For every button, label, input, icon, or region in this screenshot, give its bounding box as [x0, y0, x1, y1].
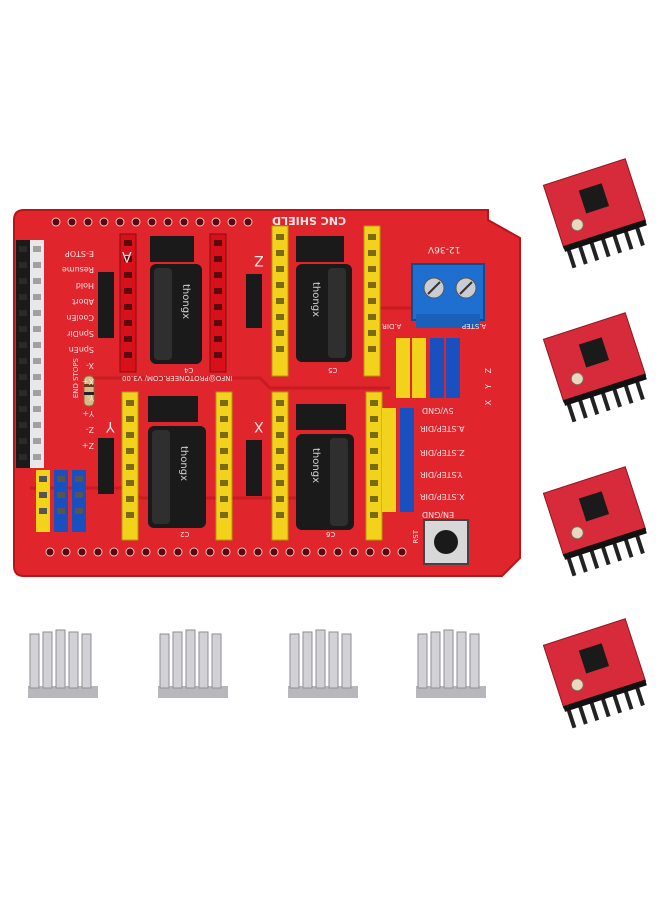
- reset-label: RST: [412, 530, 420, 544]
- cap-brand-z: thongx: [310, 282, 321, 317]
- cnc-shield-board: CNC SHIELD 12-36V INFO@PROTONEER.COM/ V3…: [10, 208, 530, 580]
- label-spnen: SpnEn: [68, 345, 94, 354]
- axis-letter-y: Y: [484, 384, 493, 389]
- label-x-plus: X+: [81, 377, 94, 386]
- label-z-step-dir: Z.STEP/DIR: [420, 448, 465, 457]
- voltage-label: 12-36V: [428, 244, 461, 254]
- heatsink-1: [28, 629, 98, 698]
- website-label: INFO@PROTONEER.COM/ V3.00: [122, 374, 233, 382]
- label-resume: Resume: [61, 265, 94, 274]
- label-abort: Abort: [72, 297, 94, 306]
- stepper-driver-4: [542, 618, 647, 729]
- board-illustration: [13, 209, 521, 577]
- board-title: CNC SHIELD: [272, 214, 347, 227]
- axis-letter-x: X: [484, 400, 493, 406]
- label-5v-gnd: 5V/GND: [422, 406, 454, 415]
- label-coolen: CoolEn: [66, 313, 94, 322]
- axis-label-a: A: [122, 248, 132, 264]
- label-y-plus: Y+: [82, 409, 94, 418]
- cap-label-c6: C6: [326, 530, 336, 538]
- cap-brand-y: thongx: [178, 446, 189, 481]
- label-z-plus: Z+: [81, 441, 94, 450]
- cap-brand-a: thongx: [180, 284, 191, 319]
- stepper-driver-1: [542, 158, 647, 269]
- cap-label-c4: C4: [184, 366, 194, 374]
- axis-letter-z: Z: [484, 368, 493, 374]
- label-y-step-dir: Y.STEP/DIR: [420, 470, 463, 479]
- stepper-driver-3: [542, 466, 647, 577]
- stepper-driver-2: [542, 312, 647, 423]
- label-z-minus: Z-: [85, 425, 94, 434]
- cap-label-c2: C2: [180, 530, 190, 538]
- label-a-step: A.STEP: [462, 322, 487, 330]
- label-x-step-dir: X.STEP/DIR: [420, 492, 465, 501]
- heatsink-3: [288, 629, 358, 698]
- axis-label-y: Y: [106, 418, 115, 434]
- label-x-minus: X-: [86, 361, 94, 370]
- heatsink-4: [416, 629, 486, 698]
- left-label-column: E-STOP Resume Hold Abort CoolEn SpnDir S…: [48, 242, 94, 450]
- label-a-step-dir: A.STEP/DIR: [420, 424, 465, 433]
- label-en-gnd: EN/GND: [422, 510, 455, 519]
- cap-brand-x: thongx: [310, 448, 321, 483]
- axis-label-z: Z: [254, 252, 264, 268]
- label-estop: E-STOP: [64, 249, 94, 258]
- label-hold: Hold: [75, 281, 94, 290]
- label-a-dir: A.DIR: [382, 322, 402, 330]
- heatsink-2: [158, 629, 228, 698]
- cap-label-c5: C5: [328, 366, 338, 374]
- label-spndir: SpnDir: [67, 329, 94, 338]
- label-y-minus: Y-: [87, 393, 94, 402]
- axis-label-x: X: [254, 418, 264, 434]
- endstops-label: END STOPS: [72, 358, 80, 399]
